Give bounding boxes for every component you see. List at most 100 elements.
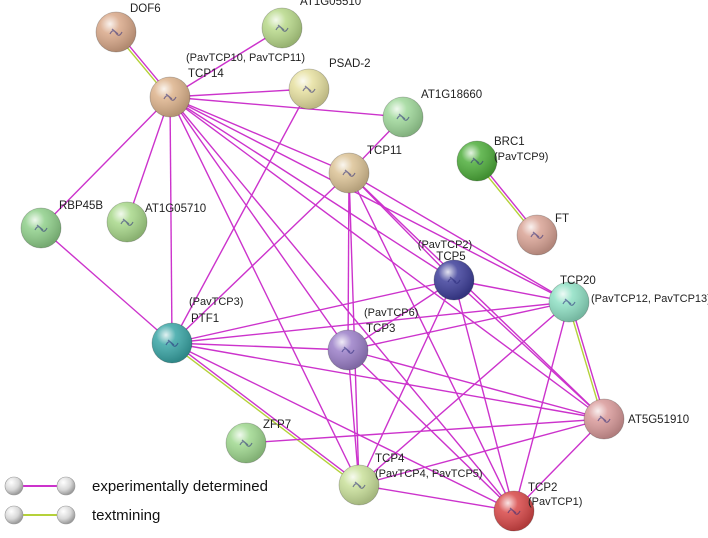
protein-structure-icon: [239, 439, 253, 447]
edge-TCP14-TCP3-experimental: [169, 96, 349, 351]
edge-PTF1-TCP3-experimental: [171, 342, 349, 351]
protein-structure-icon: [342, 169, 356, 177]
node-at5g51910[interactable]: AT5G51910: [583, 398, 689, 440]
edge-TCP14-AT1G18660-experimental: [169, 96, 404, 118]
legend-item-experimental: experimentally determined: [4, 476, 268, 496]
edge-TCP14-TCP2-experimental: [169, 96, 515, 512]
edge-TCP14-TCP11-experimental: [169, 96, 350, 174]
protein-structure-icon: [470, 157, 484, 165]
protein-structure-icon: [597, 415, 611, 423]
edge-TCP5-TCP4-experimental: [358, 279, 455, 486]
edge-TCP20-AT5G51910-experimental: [569, 301, 606, 419]
node-sublabel: (PavTCP2): [418, 239, 472, 251]
legend-node-icon: [56, 476, 76, 496]
edge-AT5G51910-TCP2-experimental: [513, 418, 605, 512]
node-label: TCP20: [560, 275, 596, 287]
node-psad-2[interactable]: PSAD-2: [288, 58, 371, 110]
edge-RBP45B-PTF1-experimental: [40, 227, 173, 344]
legend: experimentally determined textmining: [4, 476, 268, 525]
legend-label: experimentally determined: [92, 478, 268, 495]
node-sublabel: (PavTCP9): [494, 151, 548, 163]
protein-structure-icon: [447, 276, 461, 284]
edge-TCP14-PTF1-experimental: [169, 96, 173, 344]
node-label: DOF6: [130, 3, 161, 15]
protein-structure-icon: [120, 218, 134, 226]
edge-TCP11-TCP4-experimental: [348, 172, 360, 486]
node-label: TCP14: [188, 68, 224, 80]
node-at1g05710[interactable]: AT1G05710: [106, 201, 206, 243]
node-sublabel: (PavTCP6): [364, 307, 418, 319]
node-sublabel: (PavTCP12, PavTCP13): [591, 293, 708, 305]
node-brc1[interactable]: BRC1 (PavTCP9): [456, 136, 548, 182]
edges-layer: [40, 27, 606, 512]
protein-structure-icon: [109, 28, 123, 36]
node-label: RBP45B: [59, 200, 103, 212]
node-tcp11[interactable]: TCP11: [328, 145, 402, 194]
edge-PTF1-AT5G51910-experimental: [171, 342, 605, 420]
protein-structure-icon: [165, 339, 179, 347]
node-label: AT5G51910: [628, 414, 689, 426]
protein-structure-icon: [507, 507, 521, 515]
node-sublabel: (PavTCP4, PavTCP5): [375, 468, 483, 480]
legend-node-icon: [56, 505, 76, 525]
protein-structure-icon: [275, 24, 289, 32]
protein-structure-icon: [163, 93, 177, 101]
edge-AT5G51910-TCP4-experimental: [358, 418, 605, 486]
edge-TCP5-PTF1-experimental: [171, 279, 455, 344]
node-ft[interactable]: FT: [516, 213, 569, 256]
edge-TCP5-TCP3-experimental: [347, 279, 455, 351]
edge-TCP11-AT5G51910-experimental: [348, 172, 605, 420]
edge-TCP5-TCP2-experimental: [453, 279, 515, 512]
edge-TCP20-TCP3-experimental: [347, 301, 570, 351]
node-tcp4[interactable]: TCP4 (PavTCP4, PavTCP5): [338, 453, 483, 506]
node-at1g05510[interactable]: AT1G05510: [261, 0, 361, 49]
protein-structure-icon: [34, 224, 48, 232]
node-label: AT1G05510: [300, 0, 361, 8]
edge-TCP20-PTF1-experimental: [171, 301, 570, 344]
node-tcp14[interactable]: TCP14(PavTCP10, PavTCP11): [149, 52, 305, 118]
node-tcp5[interactable]: TCP5(PavTCP2): [418, 239, 475, 301]
edge-TCP14-TCP4-experimental: [169, 96, 360, 486]
node-label: PTF1: [191, 313, 219, 325]
edge-TCP4-TCP2-experimental: [358, 484, 515, 512]
edge-TCP11-PTF1-experimental: [171, 172, 350, 344]
node-dof6[interactable]: DOF6: [95, 3, 161, 53]
node-label: ZFP7: [263, 419, 291, 431]
protein-structure-icon: [302, 85, 316, 93]
edge-AT1G05510-TCP14-experimental: [169, 27, 283, 98]
protein-structure-icon: [396, 113, 410, 121]
node-at1g18660[interactable]: AT1G18660: [382, 89, 482, 138]
node-tcp20[interactable]: TCP20 (PavTCP12, PavTCP13): [548, 275, 708, 323]
legend-item-textmining: textmining: [4, 505, 160, 525]
node-label: TCP4: [375, 453, 405, 465]
edge-TCP14-TCP5-experimental: [169, 96, 455, 281]
edge-TCP11-TCP2-experimental: [348, 172, 515, 512]
node-ptf1[interactable]: PTF1(PavTCP3): [151, 296, 243, 364]
edge-TCP14-AT5G51910-experimental: [169, 96, 605, 420]
node-label: AT1G18660: [421, 89, 482, 101]
protein-structure-icon: [562, 298, 576, 306]
node-rbp45b[interactable]: RBP45B: [20, 200, 103, 249]
node-tcp3[interactable]: TCP3 (PavTCP6): [327, 307, 418, 371]
node-label: TCP5: [436, 251, 465, 263]
node-label: FT: [555, 213, 569, 225]
edge-TCP11-TCP20-experimental: [348, 172, 570, 303]
legend-node-icon: [4, 476, 24, 496]
node-label: TCP11: [367, 145, 402, 157]
node-zfp7[interactable]: ZFP7: [225, 419, 291, 464]
edge-TCP14-PSAD-2-experimental: [169, 88, 310, 98]
protein-structure-icon: [341, 346, 355, 354]
edge-TCP20-TCP4-experimental: [358, 301, 570, 486]
node-tcp2[interactable]: TCP2(PavTCP1): [493, 482, 582, 532]
protein-structure-icon: [352, 481, 366, 489]
node-label: BRC1: [494, 136, 525, 148]
edge-PTF1-TCP4-experimental: [172, 341, 361, 485]
node-label: TCP2: [528, 482, 557, 494]
edge-TCP14-RBP45B-experimental: [40, 96, 171, 229]
protein-structure-icon: [530, 231, 544, 239]
edge-TCP5-AT5G51910-experimental: [453, 279, 605, 420]
edge-PTF1-TCP4-textmining: [170, 343, 359, 487]
node-label: TCP3: [366, 323, 395, 335]
edge-TCP3-TCP4-experimental: [347, 349, 360, 486]
